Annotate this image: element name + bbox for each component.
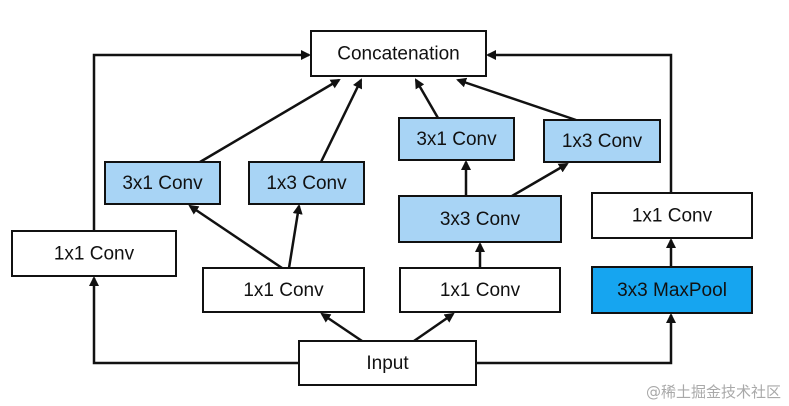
node-label: 3x3 MaxPool bbox=[617, 280, 727, 301]
edge-b3-3x1-to-concatenation bbox=[414, 78, 440, 119]
node-maxpool: 3x3 MaxPool bbox=[591, 266, 753, 314]
node-label: 3x1 Conv bbox=[122, 173, 203, 194]
node-b3-3x3: 3x3 Conv bbox=[398, 195, 562, 243]
node-label: 1x3 Conv bbox=[562, 131, 643, 152]
node-b3-1x1: 1x1 Conv bbox=[399, 267, 561, 313]
node-b2-1x3: 1x3 Conv bbox=[248, 161, 365, 205]
node-box bbox=[591, 192, 753, 239]
node-right-1x1: 1x1 Conv bbox=[591, 192, 753, 239]
node-input: Input bbox=[298, 340, 477, 386]
node-box bbox=[399, 267, 561, 313]
edge-b2-1x3-to-concatenation bbox=[319, 78, 363, 163]
node-box bbox=[398, 117, 515, 161]
node-b2-3x1: 3x1 Conv bbox=[104, 161, 221, 205]
nodes: Concatenation 1x1 Conv 3x1 Conv 1x3 Conv 1x1… bbox=[11, 30, 753, 386]
edge-input-to-left-1x1 bbox=[89, 276, 299, 365]
edge-left-1x1-to-concatenation bbox=[92, 50, 311, 231]
edges bbox=[89, 50, 676, 365]
node-box bbox=[298, 340, 477, 386]
edge-b2-1x1-to-b2-1x3 bbox=[287, 204, 303, 269]
node-label: 1x1 Conv bbox=[243, 280, 324, 301]
watermark: @稀土掘金技术社区 bbox=[645, 383, 781, 401]
node-label: 1x1 Conv bbox=[54, 244, 135, 265]
node-left-1x1: 1x1 Conv bbox=[11, 230, 177, 277]
edge-input-to-b3-1x1 bbox=[413, 312, 455, 343]
node-box bbox=[591, 266, 753, 314]
edge-b3-3x3-to-b3-1x3 bbox=[511, 162, 569, 198]
edge-b2-3x1-to-concatenation bbox=[199, 78, 341, 164]
edge-input-to-b2-1x1 bbox=[320, 312, 363, 343]
node-label: 1x3 Conv bbox=[266, 173, 347, 194]
node-label: 3x1 Conv bbox=[416, 129, 497, 150]
node-label: 1x1 Conv bbox=[632, 206, 713, 227]
edge-b2-1x1-to-b2-3x1 bbox=[188, 204, 283, 270]
edge-right-1x1-to-concatenation bbox=[486, 50, 673, 193]
node-box bbox=[202, 267, 365, 313]
node-concatenation: Concatenation bbox=[310, 30, 487, 77]
node-b3-1x3: 1x3 Conv bbox=[543, 119, 661, 163]
node-b3-3x1: 3x1 Conv bbox=[398, 117, 515, 161]
edge-input-to-maxpool bbox=[476, 313, 676, 365]
node-box bbox=[398, 195, 562, 243]
node-label: Concatenation bbox=[337, 44, 460, 65]
node-box bbox=[310, 30, 487, 77]
node-box bbox=[248, 161, 365, 205]
node-label: Input bbox=[366, 353, 409, 374]
node-b2-1x1: 1x1 Conv bbox=[202, 267, 365, 313]
node-box bbox=[543, 119, 661, 163]
edge-b3-1x3-to-concatenation bbox=[456, 77, 577, 122]
node-box bbox=[104, 161, 221, 205]
node-label: 1x1 Conv bbox=[440, 280, 521, 301]
node-box bbox=[11, 230, 177, 277]
node-label: 3x3 Conv bbox=[440, 209, 521, 230]
